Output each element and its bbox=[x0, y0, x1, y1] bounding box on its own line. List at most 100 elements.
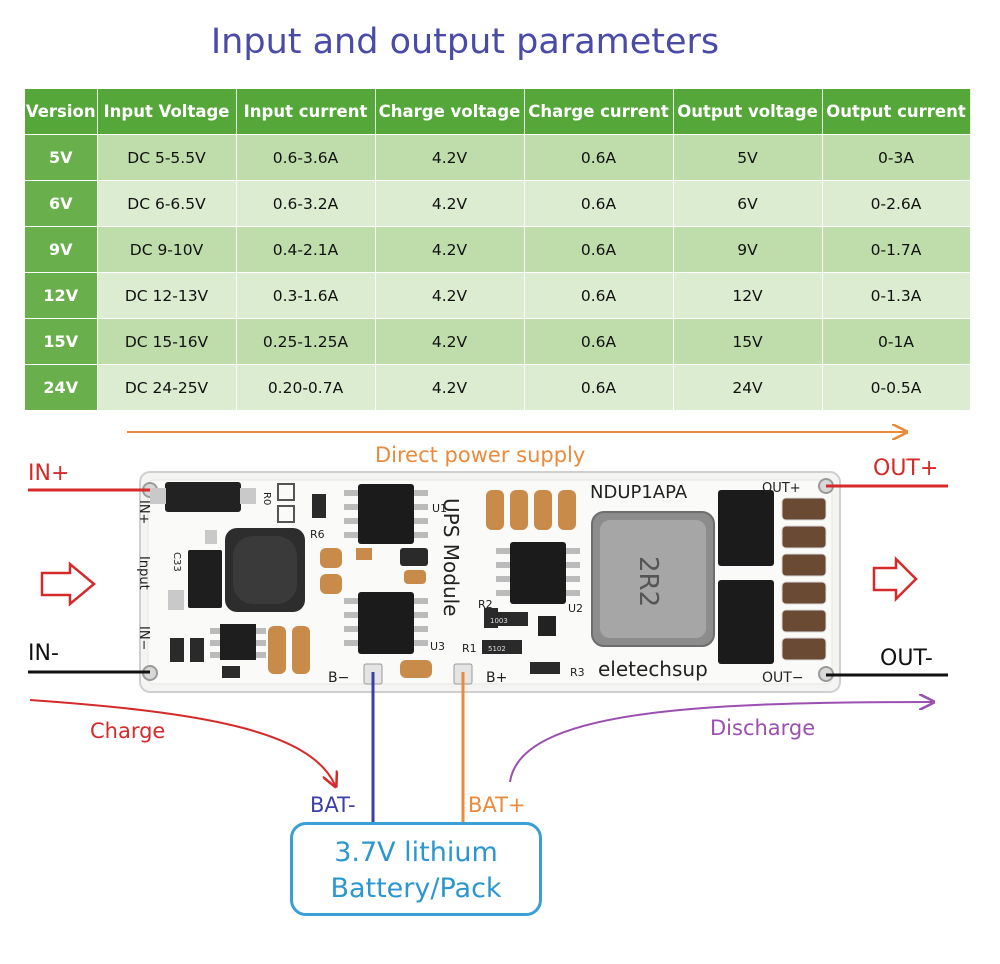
header-version: Version bbox=[25, 89, 98, 135]
cell-input-voltage: DC 15-16V bbox=[97, 318, 237, 365]
cell-output-current: 0-1.3A bbox=[822, 272, 971, 319]
board-model: NDUP1APA bbox=[590, 482, 688, 503]
cell-input-voltage: DC 5-5.5V bbox=[97, 134, 237, 181]
cell-version: 6V bbox=[25, 180, 98, 227]
battery-box: 3.7V lithium Battery/Pack bbox=[290, 822, 542, 916]
header-charge-current: Charge current bbox=[524, 89, 674, 135]
cell-input-voltage: DC 6-6.5V bbox=[97, 180, 237, 227]
board-inductor-marking: 2R2 bbox=[633, 556, 663, 607]
board-ref-r0: R0 bbox=[261, 492, 272, 505]
cell-charge-current: 0.6A bbox=[524, 226, 674, 273]
board-pin-b-plus: B+ bbox=[486, 670, 507, 686]
cell-charge-voltage: 4.2V bbox=[375, 364, 525, 410]
cell-output-current: 0-3A bbox=[822, 134, 971, 181]
board-ref-u3: U3 bbox=[430, 640, 445, 653]
board-pin-in-plus: IN+ bbox=[136, 500, 151, 524]
header-input-voltage: Input Voltage bbox=[97, 89, 237, 135]
cell-output-current: 0-1.7A bbox=[822, 226, 971, 273]
board-ref-r2: R2 bbox=[478, 598, 493, 611]
table-row: 12V DC 12-13V 0.3-1.6A 4.2V 0.6A 12V 0-1… bbox=[25, 272, 971, 319]
table-row: 6V DC 6-6.5V 0.6-3.2A 4.2V 0.6A 6V 0-2.6… bbox=[25, 180, 971, 227]
cell-input-current: 0.6-3.2A bbox=[236, 180, 376, 227]
table-header-row: Version Input Voltage Input current Char… bbox=[25, 89, 971, 135]
charge-arrow bbox=[29, 699, 335, 785]
table-row: 9V DC 9-10V 0.4-2.1A 4.2V 0.6A 9V 0-1.7A bbox=[25, 226, 971, 273]
discharge-label: Discharge bbox=[710, 716, 816, 740]
cell-output-voltage: 24V bbox=[673, 364, 823, 410]
in-plus-label: IN+ bbox=[28, 461, 70, 486]
cell-input-current: 0.3-1.6A bbox=[236, 272, 376, 319]
header-input-current: Input current bbox=[236, 89, 376, 135]
cell-charge-voltage: 4.2V bbox=[375, 226, 525, 273]
cell-input-current: 0.25-1.25A bbox=[236, 318, 376, 365]
wires bbox=[28, 484, 948, 822]
cell-version: 15V bbox=[25, 318, 98, 365]
cell-version: 9V bbox=[25, 226, 98, 273]
cell-input-voltage: DC 9-10V bbox=[97, 226, 237, 273]
cell-input-current: 0.4-2.1A bbox=[236, 226, 376, 273]
board-ref-r1: R1 bbox=[462, 642, 477, 655]
board-ref-u2: U2 bbox=[568, 602, 583, 615]
discharge-arrow bbox=[509, 702, 932, 783]
cell-charge-current: 0.6A bbox=[524, 180, 674, 227]
direct-power-label: Direct power supply bbox=[375, 443, 586, 467]
cell-input-voltage: DC 12-13V bbox=[97, 272, 237, 319]
cell-output-voltage: 6V bbox=[673, 180, 823, 227]
input-hollow-arrow-icon bbox=[40, 561, 96, 607]
cell-charge-voltage: 4.2V bbox=[375, 134, 525, 181]
cell-charge-current: 0.6A bbox=[524, 364, 674, 410]
out-minus-label: OUT- bbox=[880, 646, 933, 671]
cell-charge-voltage: 4.2V bbox=[375, 318, 525, 365]
header-output-voltage: Output voltage bbox=[673, 89, 823, 135]
table-row: 5V DC 5-5.5V 0.6-3.6A 4.2V 0.6A 5V 0-3A bbox=[25, 134, 971, 181]
board-pin-in-minus: IN− bbox=[136, 626, 151, 650]
board-pin-out-plus: OUT+ bbox=[762, 481, 801, 496]
parameters-table: Version Input Voltage Input current Char… bbox=[25, 89, 971, 410]
board-pin-b-minus: B− bbox=[328, 670, 349, 686]
cell-output-voltage: 9V bbox=[673, 226, 823, 273]
cell-version: 24V bbox=[25, 364, 98, 410]
cell-version: 12V bbox=[25, 272, 98, 319]
cell-output-current: 0-2.6A bbox=[822, 180, 971, 227]
cell-input-current: 0.6-3.6A bbox=[236, 134, 376, 181]
table-row: 24V DC 24-25V 0.20-0.7A 4.2V 0.6A 24V 0-… bbox=[25, 364, 971, 410]
board-ref-r3: R3 bbox=[570, 666, 585, 679]
board-silkscreen: NDUP1APA eletechsup UPS Module Input IN+… bbox=[136, 481, 804, 686]
charge-label: Charge bbox=[90, 719, 166, 743]
cell-output-current: 0-1A bbox=[822, 318, 971, 365]
in-minus-label: IN- bbox=[28, 641, 59, 666]
board-ref-c33: C33 bbox=[171, 552, 182, 572]
output-hollow-arrow-icon bbox=[872, 555, 918, 603]
cell-charge-voltage: 4.2V bbox=[375, 180, 525, 227]
battery-line-2: Battery/Pack bbox=[330, 873, 502, 904]
cell-charge-current: 0.6A bbox=[524, 318, 674, 365]
board-input-label: Input bbox=[136, 556, 151, 590]
board-resistor-5102: 5102 bbox=[488, 645, 506, 653]
board-ref-u1: U1 bbox=[432, 502, 447, 515]
cell-charge-current: 0.6A bbox=[524, 134, 674, 181]
board-brand: eletechsup bbox=[598, 657, 708, 681]
table-row: 15V DC 15-16V 0.25-1.25A 4.2V 0.6A 15V 0… bbox=[25, 318, 971, 365]
board-components bbox=[150, 482, 827, 678]
cell-output-current: 0-0.5A bbox=[822, 364, 971, 410]
board-module-label: UPS Module bbox=[439, 498, 463, 616]
cell-charge-voltage: 4.2V bbox=[375, 272, 525, 319]
cell-output-voltage: 15V bbox=[673, 318, 823, 365]
cell-version: 5V bbox=[25, 134, 98, 181]
header-output-current: Output current bbox=[822, 89, 971, 135]
header-charge-voltage: Charge voltage bbox=[375, 89, 525, 135]
page-title: Input and output parameters bbox=[210, 22, 720, 62]
bat-minus-label: BAT- bbox=[310, 793, 356, 817]
cell-output-voltage: 12V bbox=[673, 272, 823, 319]
cell-charge-current: 0.6A bbox=[524, 272, 674, 319]
board-pin-out-minus: OUT− bbox=[762, 670, 804, 686]
board-resistor-1003: 1003 bbox=[490, 617, 508, 625]
cell-input-current: 0.20-0.7A bbox=[236, 364, 376, 410]
cell-input-voltage: DC 24-25V bbox=[97, 364, 237, 410]
battery-line-1: 3.7V lithium bbox=[334, 837, 498, 868]
bat-plus-label: BAT+ bbox=[468, 793, 526, 817]
board-ref-r6: R6 bbox=[310, 528, 325, 541]
cell-output-voltage: 5V bbox=[673, 134, 823, 181]
out-plus-label: OUT+ bbox=[873, 456, 939, 481]
